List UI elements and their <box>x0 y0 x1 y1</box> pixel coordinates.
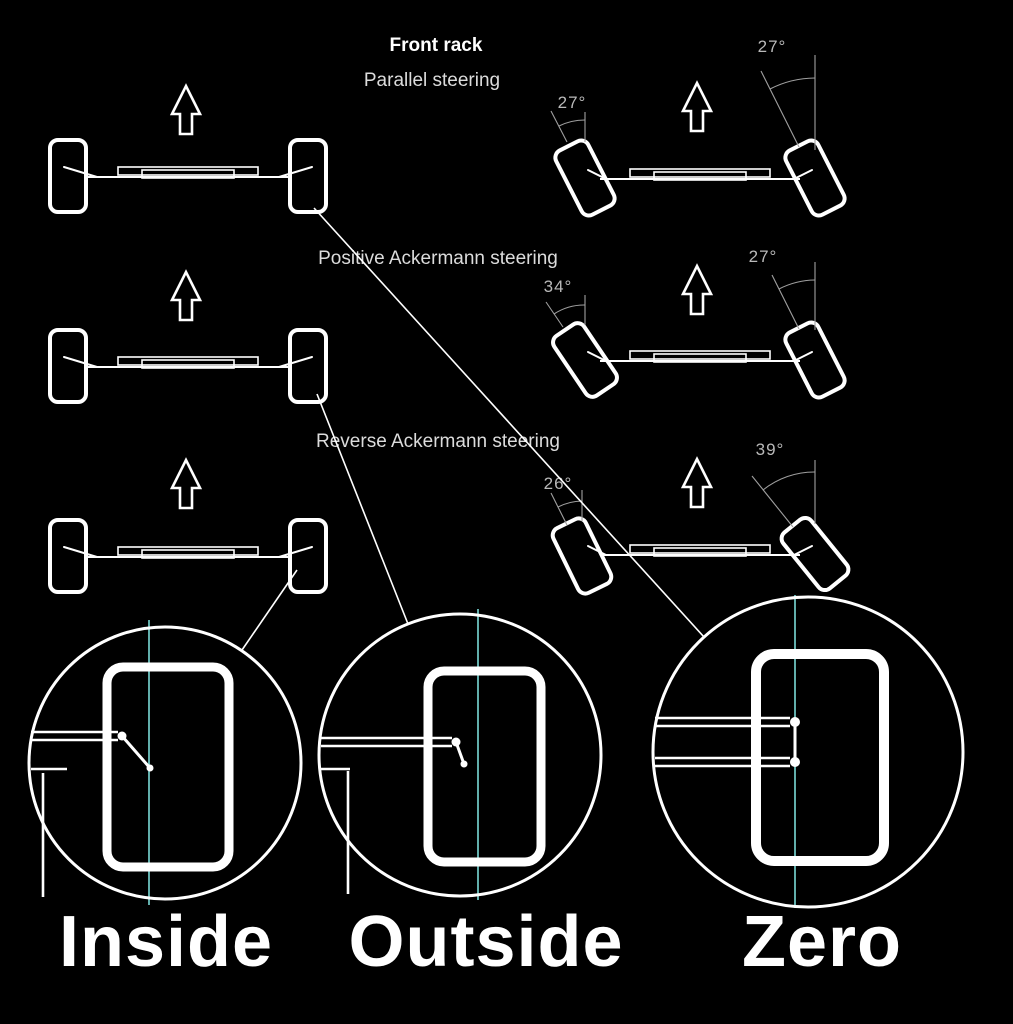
positive-steered-diagram: 34° 27° <box>544 247 850 403</box>
left-wheel <box>48 328 88 404</box>
right-wheel-angle-value: 39° <box>756 440 785 459</box>
right-wheel-angle-value: 27° <box>749 247 778 266</box>
tie-rod-joint <box>451 737 461 747</box>
up-arrow-icon <box>681 264 713 316</box>
left-wheel-angle-value: 34° <box>544 277 573 296</box>
kingpin-joint <box>460 760 468 768</box>
wheel-detail <box>102 662 234 872</box>
section-parallel-label: Parallel steering <box>364 70 500 91</box>
zoom-label-inside: Inside <box>59 902 273 982</box>
right-wheel <box>288 138 328 214</box>
reverse-straight-diagram <box>48 458 328 594</box>
left-wheel-angle-value: 27° <box>558 93 587 112</box>
tie-rod-detail <box>655 716 790 768</box>
right-wheel <box>288 328 328 404</box>
kingpin-joint <box>146 764 154 772</box>
tie-rod-joint <box>117 731 127 741</box>
zoom-view-zero <box>651 595 965 909</box>
right-wheel-angle-dimension <box>751 460 816 528</box>
up-arrow-icon <box>170 270 202 322</box>
connector-reverse-to-inside <box>241 569 298 651</box>
zoom-connectors <box>241 207 705 651</box>
section-positive-label: Positive Ackermann steering <box>318 248 558 269</box>
connector-positive-to-outside <box>316 393 409 625</box>
up-arrow-icon <box>170 84 202 136</box>
section-reverse-label: Reverse Ackermann steering <box>316 431 560 452</box>
section-parallel: Parallel steering 27° <box>48 37 850 221</box>
connector-parallel-to-zero <box>313 207 705 638</box>
section-reverse-ackermann: Reverse Ackermann steering 26° <box>48 431 854 596</box>
section-positive-ackermann: Positive Ackermann steering 34° <box>48 247 850 404</box>
parallel-steered-diagram: 27° 27° <box>550 37 850 221</box>
left-wheel-angle-value: 26° <box>544 474 573 493</box>
wheel-detail <box>423 666 546 867</box>
left-wheel <box>48 138 88 214</box>
right-wheel-steered <box>776 512 854 596</box>
steering-arm-detail <box>120 734 152 770</box>
zoom-label-outside: Outside <box>348 902 623 982</box>
magnifier-circle <box>27 625 303 901</box>
left-wheel-angle-dimension <box>550 110 586 143</box>
up-arrow-icon <box>681 457 713 509</box>
zoom-view-inside <box>27 620 303 905</box>
zoom-view-outside <box>317 609 603 900</box>
page-title: Front rack <box>390 35 483 56</box>
magnifier-circle <box>317 612 603 898</box>
right-wheel-angle-dimension <box>771 262 816 330</box>
magnifier-circle <box>651 595 965 909</box>
tie-rod-detail <box>31 730 118 897</box>
up-arrow-icon <box>681 81 713 133</box>
parallel-straight-diagram <box>48 84 328 214</box>
tie-rod-detail <box>321 736 452 894</box>
up-arrow-icon <box>170 458 202 510</box>
zoom-label-zero: Zero <box>742 902 902 982</box>
left-wheel <box>48 518 88 594</box>
kingpin-joint <box>790 757 800 767</box>
positive-straight-diagram <box>48 270 328 404</box>
right-wheel-angle-value: 27° <box>758 37 787 56</box>
reverse-steered-diagram: 26° 39° <box>544 440 854 596</box>
right-wheel-angle-dimension <box>760 55 816 150</box>
tie-rod-joint <box>790 717 800 727</box>
right-wheel <box>288 518 328 594</box>
left-wheel-angle-dimension <box>545 295 586 328</box>
